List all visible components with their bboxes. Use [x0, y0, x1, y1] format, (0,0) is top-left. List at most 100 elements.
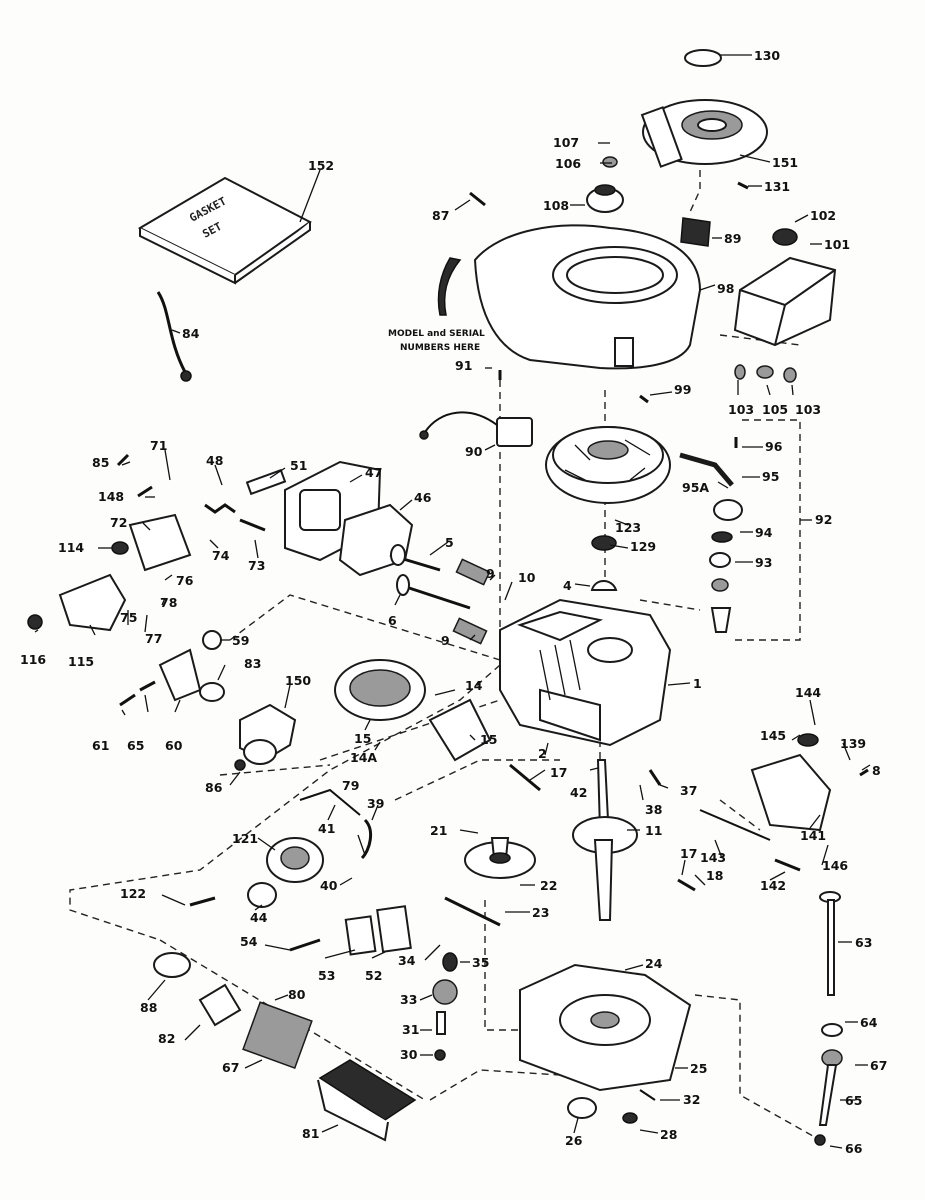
callout-151: 151 [772, 155, 798, 170]
callout-52: 52 [365, 968, 382, 983]
dipstick-assembly [814, 891, 843, 1146]
spring-65 [139, 680, 156, 692]
callout-17-bottom: 17 [680, 846, 697, 861]
spring-54 [289, 938, 321, 952]
muffler [733, 228, 837, 383]
callout-91: 91 [455, 358, 472, 373]
air-cleaner-assembly [153, 952, 417, 1142]
callout-34: 34 [398, 953, 416, 968]
cam-gear [464, 837, 536, 879]
valve-head-intake [396, 574, 410, 596]
gasket-set-box: GASKET SET [137, 176, 312, 285]
screw-87 [469, 191, 486, 207]
blower-housing [473, 224, 702, 370]
link-39 [360, 818, 373, 860]
callout-8: 8 [872, 763, 881, 778]
model-serial-note-line2: NUMBERS HERE [400, 343, 480, 353]
callout-130: 130 [754, 48, 780, 63]
callout-150: 150 [285, 673, 311, 688]
screw-61 [119, 693, 136, 707]
callout-82: 82 [158, 1031, 175, 1046]
air-cleaner-cap [266, 837, 324, 883]
callout-74: 74 [212, 548, 230, 563]
fuel-line [156, 291, 187, 373]
screw-131 [737, 181, 749, 190]
callout-108: 108 [543, 198, 569, 213]
ignition-module [419, 411, 533, 447]
model-serial-note-line1: MODEL and SERIAL [388, 329, 485, 339]
valve-spring-b [452, 617, 488, 645]
callout-81: 81 [302, 1126, 319, 1141]
callout-73: 73 [248, 558, 265, 573]
callout-60: 60 [165, 738, 183, 753]
callout-71: 71 [150, 438, 167, 453]
callout-6: 6 [388, 613, 397, 628]
callout-39: 39 [367, 796, 384, 811]
callout-30: 30 [400, 1047, 418, 1062]
callout-26: 26 [565, 1133, 583, 1148]
callout-35: 35 [472, 955, 489, 970]
screw-148 [137, 485, 153, 498]
callout-10: 10 [518, 570, 536, 585]
screw-122 [189, 896, 216, 907]
callout-88: 88 [140, 1000, 157, 1015]
callout-78: 78 [160, 595, 177, 610]
callout-31: 31 [402, 1022, 419, 1037]
callout-22: 22 [540, 878, 557, 893]
callout-24: 24 [645, 956, 663, 971]
callout-67-left: 67 [222, 1060, 239, 1075]
callout-92: 92 [815, 512, 832, 527]
flywheel-nut [591, 535, 617, 551]
spring-73 [239, 518, 266, 532]
callout-9-top: 9 [486, 566, 495, 581]
callout-146: 146 [822, 858, 848, 873]
callout-54: 54 [240, 934, 258, 949]
callout-103-left: 103 [728, 402, 754, 417]
callout-105: 105 [762, 402, 788, 417]
crankcase-base [519, 963, 692, 1092]
callout-59: 59 [232, 633, 249, 648]
callout-77: 77 [145, 631, 162, 646]
callout-48: 48 [206, 453, 223, 468]
callout-64: 64 [860, 1015, 878, 1030]
callout-87: 87 [432, 208, 449, 223]
starter-cup-top [594, 184, 616, 196]
starter-washer [602, 156, 618, 168]
callout-96: 96 [765, 439, 783, 454]
callout-145: 145 [760, 728, 786, 743]
valve-head-exhaust [390, 544, 406, 566]
bolt-32 [639, 1089, 656, 1101]
callout-72: 72 [110, 515, 127, 530]
part-35 [442, 952, 458, 972]
rod-17 [509, 763, 541, 792]
callout-41: 41 [318, 821, 335, 836]
exhaust-stack [679, 452, 743, 633]
decal [680, 217, 711, 247]
callout-63: 63 [855, 935, 872, 950]
gasket-52 [376, 905, 412, 953]
callout-148: 148 [98, 489, 124, 504]
callout-17-top: 17 [550, 765, 567, 780]
valve-spring-a [455, 558, 491, 586]
carburetor [234, 703, 297, 771]
screw-85 [116, 453, 130, 467]
flywheel [545, 426, 671, 504]
drain-plug [622, 1112, 638, 1124]
callout-40: 40 [320, 878, 338, 893]
callout-80: 80 [288, 987, 306, 1002]
callout-93: 93 [755, 555, 772, 570]
valve-intake [399, 583, 471, 610]
link-75 [299, 788, 361, 816]
callout-122: 122 [120, 886, 146, 901]
screw-18 [677, 878, 696, 892]
callout-66: 66 [845, 1141, 863, 1156]
tappet-shaft [444, 896, 501, 927]
callout-33: 33 [400, 992, 417, 1007]
part-33 [432, 979, 458, 1005]
rewind-starter [640, 49, 768, 168]
callout-14: 14 [465, 678, 483, 693]
callout-25: 25 [690, 1061, 707, 1076]
piston-assembly [334, 659, 492, 762]
callout-44: 44 [250, 910, 268, 925]
callout-67-right: 67 [870, 1058, 887, 1073]
